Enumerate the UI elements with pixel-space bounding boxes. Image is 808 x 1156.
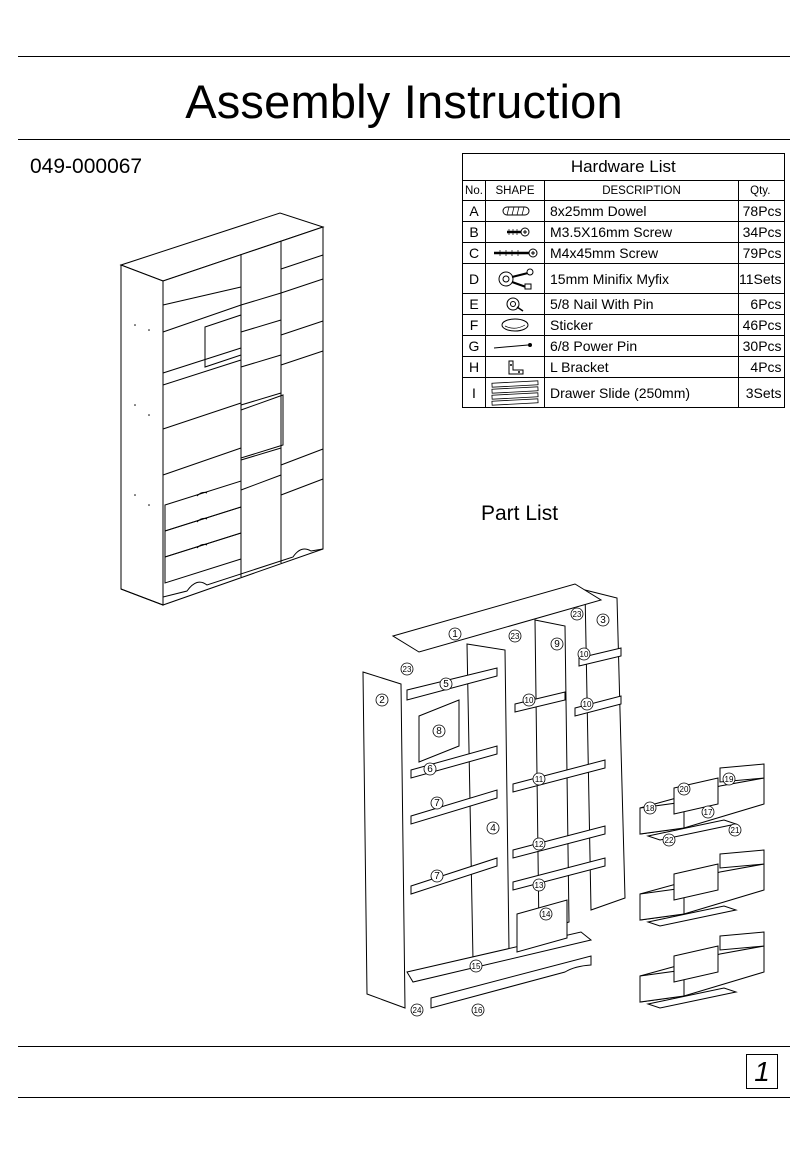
part-label: 23 [573,610,582,619]
page-number: 1 [746,1054,778,1089]
table-row: D 15mm Minifix Myfix 11Sets [462,263,785,294]
footer-rule-top [18,1046,790,1047]
col-description: DESCRIPTION [544,180,739,201]
power-pin-icon [493,343,532,349]
part-label: 21 [731,826,740,835]
part-label: 12 [535,840,544,849]
part-label: 5 [443,679,449,690]
assembled-bookcase-drawing [119,212,325,606]
part-label: 9 [554,639,560,650]
part-label: 15 [472,962,481,971]
nail-pin-icon [506,297,524,312]
short-screw-icon [507,227,530,237]
hardware-list-table: Hardware List No. SHAPE DESCRIPTION Qty.… [462,153,785,408]
part-label: 7 [434,871,440,882]
l-bracket-icon [508,360,524,375]
part-label: 2 [379,695,385,706]
part-label: 19 [725,775,734,784]
sticker-icon [501,318,529,332]
part-label: 23 [403,665,412,674]
table-row: B M3.5X16mm Screw 34Pcs [462,221,785,243]
part-list-title: Part List [481,502,559,525]
part-label: 24 [413,1006,422,1015]
footer-rule-bottom [18,1097,790,1098]
part-label: 3 [600,615,606,626]
table-row: E 5/8 Nail With Pin 6Pcs [462,293,785,315]
part-label: 16 [474,1006,483,1015]
dowel-icon [502,206,530,216]
part-label: 7 [434,798,440,809]
part-label: 20 [680,785,689,794]
part-label: 6 [427,764,433,775]
part-label: 8 [436,726,442,737]
col-shape: SHAPE [485,180,545,201]
col-qty: Qty. [738,180,785,201]
part-label: 13 [535,881,544,890]
long-screw-icon [494,248,538,258]
page-title: Assembly Instruction [185,75,623,128]
part-label: 1 [452,629,458,640]
part-label: 17 [704,808,713,817]
table-row: H L Bracket 4Pcs [462,356,785,378]
table-row: A 8x25mm Dowel 78Pcs [462,200,785,222]
table-row: F Sticker 46Pcs [462,314,785,336]
part-label: 10 [583,700,592,709]
part-label: 14 [542,910,551,919]
table-row: G 6/8 Power Pin 30Pcs [462,335,785,357]
col-no: No. [462,180,486,201]
part-label: 23 [511,632,520,641]
model-number: 049-000067 [30,155,143,178]
part-label: 10 [580,650,589,659]
part-label: 18 [646,804,655,813]
part-labels: 1 2 3 4 5 6 7 7 8 9 10 10 10 11 12 13 14… [379,610,740,1015]
part-label: 11 [535,775,544,784]
title-rule [18,139,790,140]
drawer-slide-icon [491,379,539,406]
exploded-parts-drawing: 1 2 3 4 5 6 7 7 8 9 10 10 10 11 12 13 14… [362,583,765,1017]
table-row: C M4x45mm Screw 79Pcs [462,242,785,264]
hardware-list-caption: Hardware List [462,153,785,181]
part-label: 10 [525,696,534,705]
part-label: 4 [490,823,496,834]
top-rule [18,56,790,57]
minifix-icon [498,268,534,289]
table-row: I Drawer Slide (250mm) 3Sets [462,377,785,408]
part-label: 22 [665,836,674,845]
